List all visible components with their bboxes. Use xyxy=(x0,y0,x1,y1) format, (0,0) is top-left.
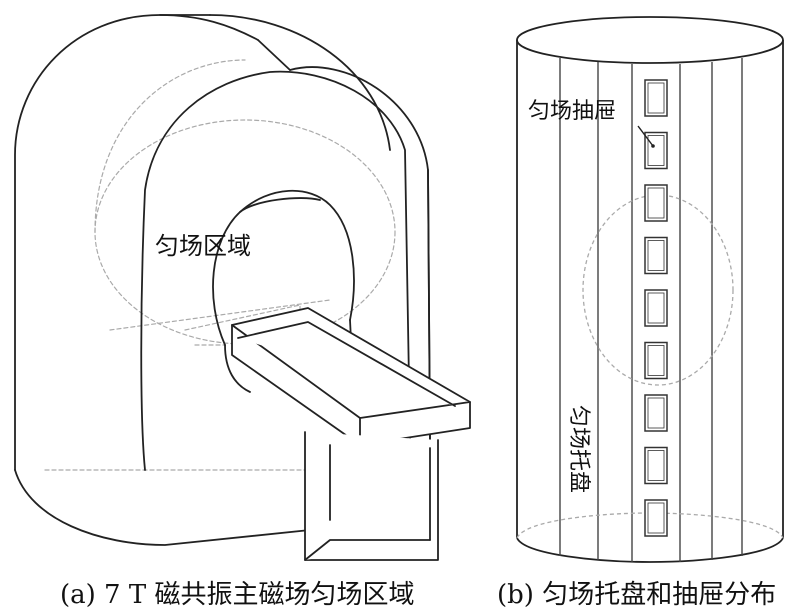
shim-drawer-inner xyxy=(647,135,665,166)
shim-drawer-inner xyxy=(647,187,665,219)
shim-drawers xyxy=(644,79,668,537)
shim-drawer-inner xyxy=(647,292,665,324)
shim-tray-label: 匀场托盘 xyxy=(566,405,591,493)
panel-b-shim-tray: 匀场抽屉 匀场托盘 xyxy=(516,16,784,563)
shim-region-label: 匀场区域 xyxy=(155,232,251,260)
drawer-pointer xyxy=(637,125,654,147)
cylinder-top-ellipse xyxy=(516,16,784,64)
tray-rails xyxy=(559,58,743,562)
shim-drawer-inner xyxy=(647,450,665,481)
shim-drawer-label: 匀场抽屉 xyxy=(528,99,616,124)
bore-cylinder xyxy=(516,16,784,563)
shim-drawer-inner xyxy=(647,82,665,114)
shim-drawer-inner xyxy=(647,345,665,376)
panel-a-magnet: 匀场区域 xyxy=(14,14,471,561)
shim-drawer-inner xyxy=(647,240,665,271)
patient-table xyxy=(231,307,471,561)
shim-drawer-inner xyxy=(647,502,665,534)
drawer-pointer-dot xyxy=(651,144,655,148)
caption-b: (b) 匀场托盘和抽屉分布 xyxy=(497,580,777,610)
caption-a: (a) 7 T 磁共振主磁场匀场区域 xyxy=(60,580,415,610)
shim-drawer-inner xyxy=(647,397,665,429)
